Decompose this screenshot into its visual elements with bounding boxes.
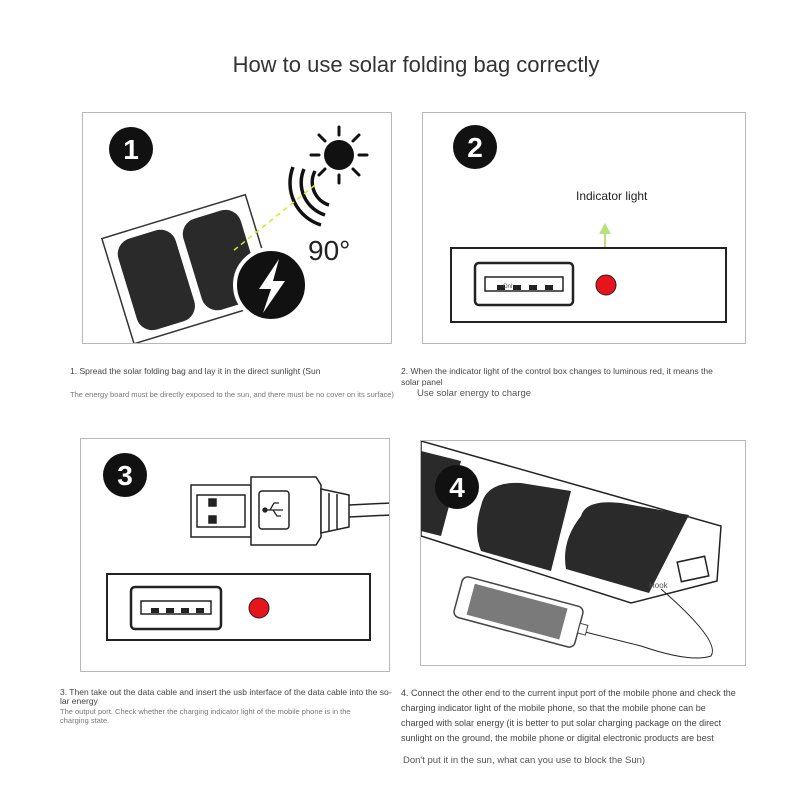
step-4-note: Don't put it in the sun, what can you us…: [403, 755, 646, 766]
solar-cell: [117, 229, 195, 331]
step-4-panel: 4 Hook: [420, 440, 746, 666]
step-4-caption-line: sunlight on the ground, the mobile phone…: [401, 733, 714, 743]
step-1-number-badge: [109, 127, 153, 171]
solar-cell: [477, 482, 571, 571]
step-1-illustration: 1: [100, 125, 369, 343]
step-4-caption-line: charging indicator light of the mobile p…: [401, 703, 706, 713]
step-3-caption: 3. Then take out the data cable and inse…: [60, 687, 392, 706]
step-4-caption-line: 4. Connect the other end to the current …: [401, 688, 736, 698]
step-3-number-badge: [103, 453, 147, 497]
solar-folding-bag: [100, 193, 279, 343]
step-3-note: The output port. Check whether the charg…: [60, 707, 351, 725]
sun-icon: [309, 125, 369, 185]
charging-cable: [580, 588, 713, 659]
usb-cable-plug: [190, 476, 389, 546]
step-1-caption: 1. Spread the solar folding bag and lay …: [70, 366, 321, 376]
usb-symbol-icon: [262, 502, 283, 517]
step-2-note: Use solar energy to charge: [417, 388, 532, 399]
step-2-number-badge: [453, 125, 497, 169]
step-4-number-badge: [435, 465, 479, 509]
step-3-illustration: 3: [103, 453, 389, 641]
control-box: [450, 247, 727, 323]
usb-port-text: Onl: [503, 284, 513, 290]
angle-label: 90°: [308, 235, 351, 266]
indicator-arrow-head: [599, 223, 611, 234]
step-3-number: 3: [117, 460, 133, 491]
solar-cell: [565, 502, 689, 593]
page-title: How to use solar folding bag correctly: [232, 52, 600, 77]
step-4-caption: 4. Connect the other end to the current …: [401, 686, 761, 746]
mobile-phone: [453, 576, 589, 648]
step-2-caption: 2. When the indicator light of the contr…: [401, 366, 713, 387]
step-4-caption-line: charged with solar energy (it is better …: [401, 718, 722, 728]
usb-port-pins: [151, 608, 204, 613]
indicator-light: [248, 597, 270, 619]
indicator-light-label: Indicator light: [576, 189, 648, 203]
bag-pocket: [676, 555, 710, 583]
step-3-panel: 3: [80, 438, 390, 672]
step-1-number: 1: [123, 134, 139, 165]
step-2-illustration: 2: [450, 125, 727, 323]
usb-port-pins: [497, 285, 553, 290]
step-1-panel: 1 90°: [82, 112, 392, 344]
sunlight-waves-icon: [288, 166, 330, 227]
step-4-number: 4: [449, 472, 465, 503]
step-4-illustration: 4: [421, 441, 722, 659]
step-1-note: The energy board must be directly expose…: [70, 390, 394, 399]
step-2-panel: 2 Indicator light Onl: [422, 112, 746, 344]
hook-label: Hook: [649, 581, 668, 590]
step-2-number: 2: [467, 132, 483, 163]
indicator-light: [595, 274, 617, 296]
lightning-icon: [259, 259, 285, 313]
